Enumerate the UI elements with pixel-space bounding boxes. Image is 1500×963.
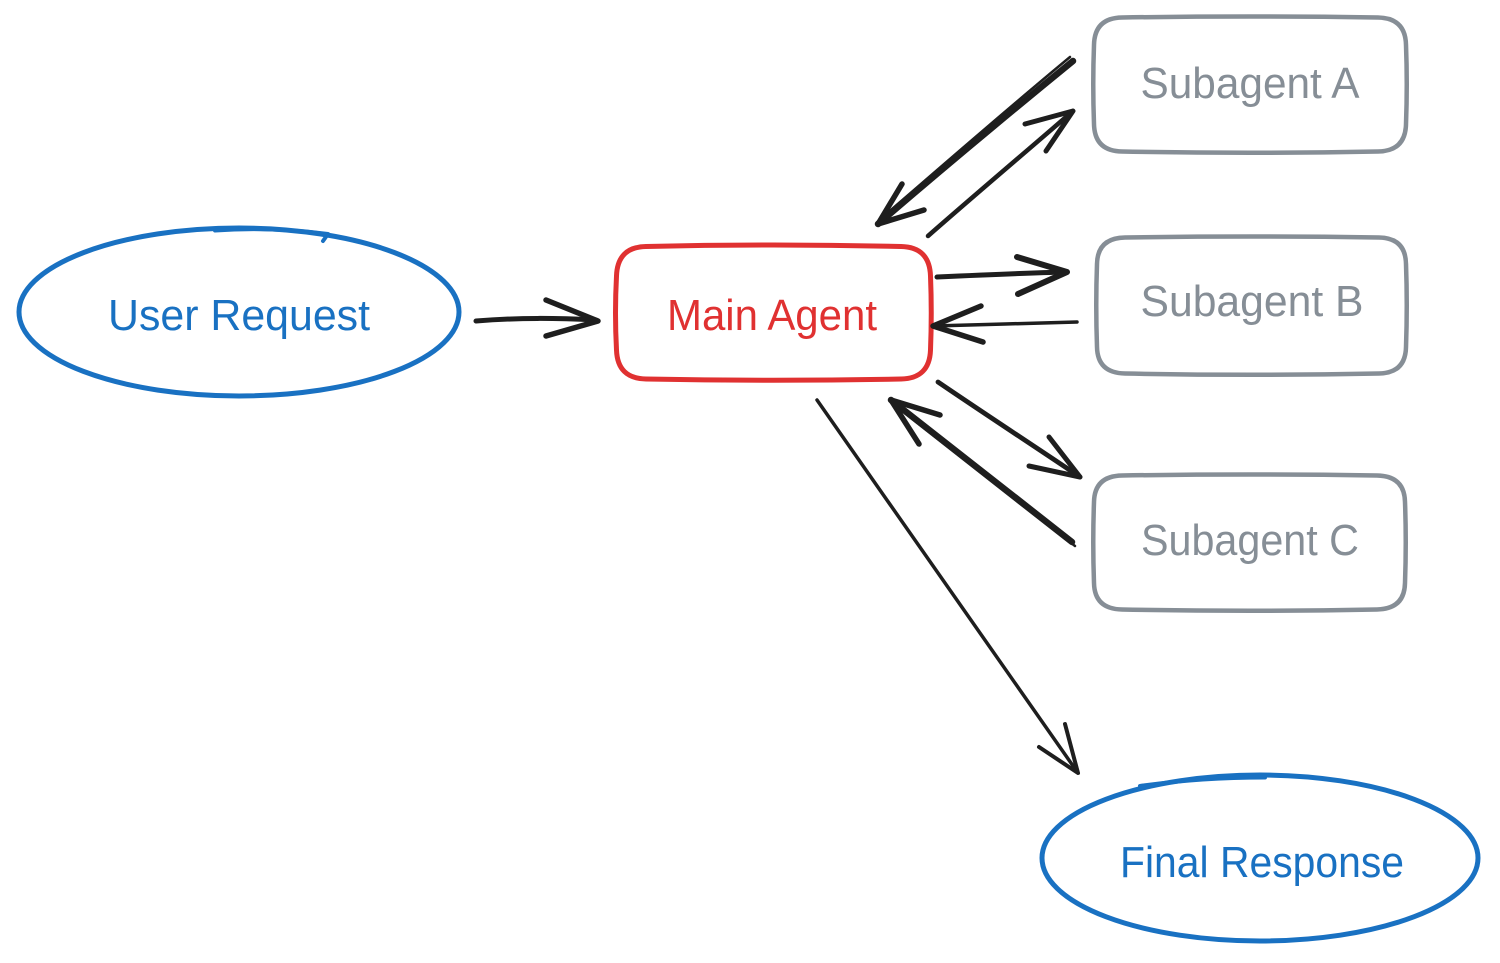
- svg-text:Subagent B: Subagent B: [1141, 277, 1364, 326]
- svg-text:Subagent C: Subagent C: [1141, 516, 1359, 565]
- svg-text:Final Response: Final Response: [1120, 838, 1404, 887]
- svg-text:Main Agent: Main Agent: [667, 291, 877, 340]
- svg-text:User Request: User Request: [108, 291, 370, 340]
- svg-text:Subagent A: Subagent A: [1141, 59, 1361, 108]
